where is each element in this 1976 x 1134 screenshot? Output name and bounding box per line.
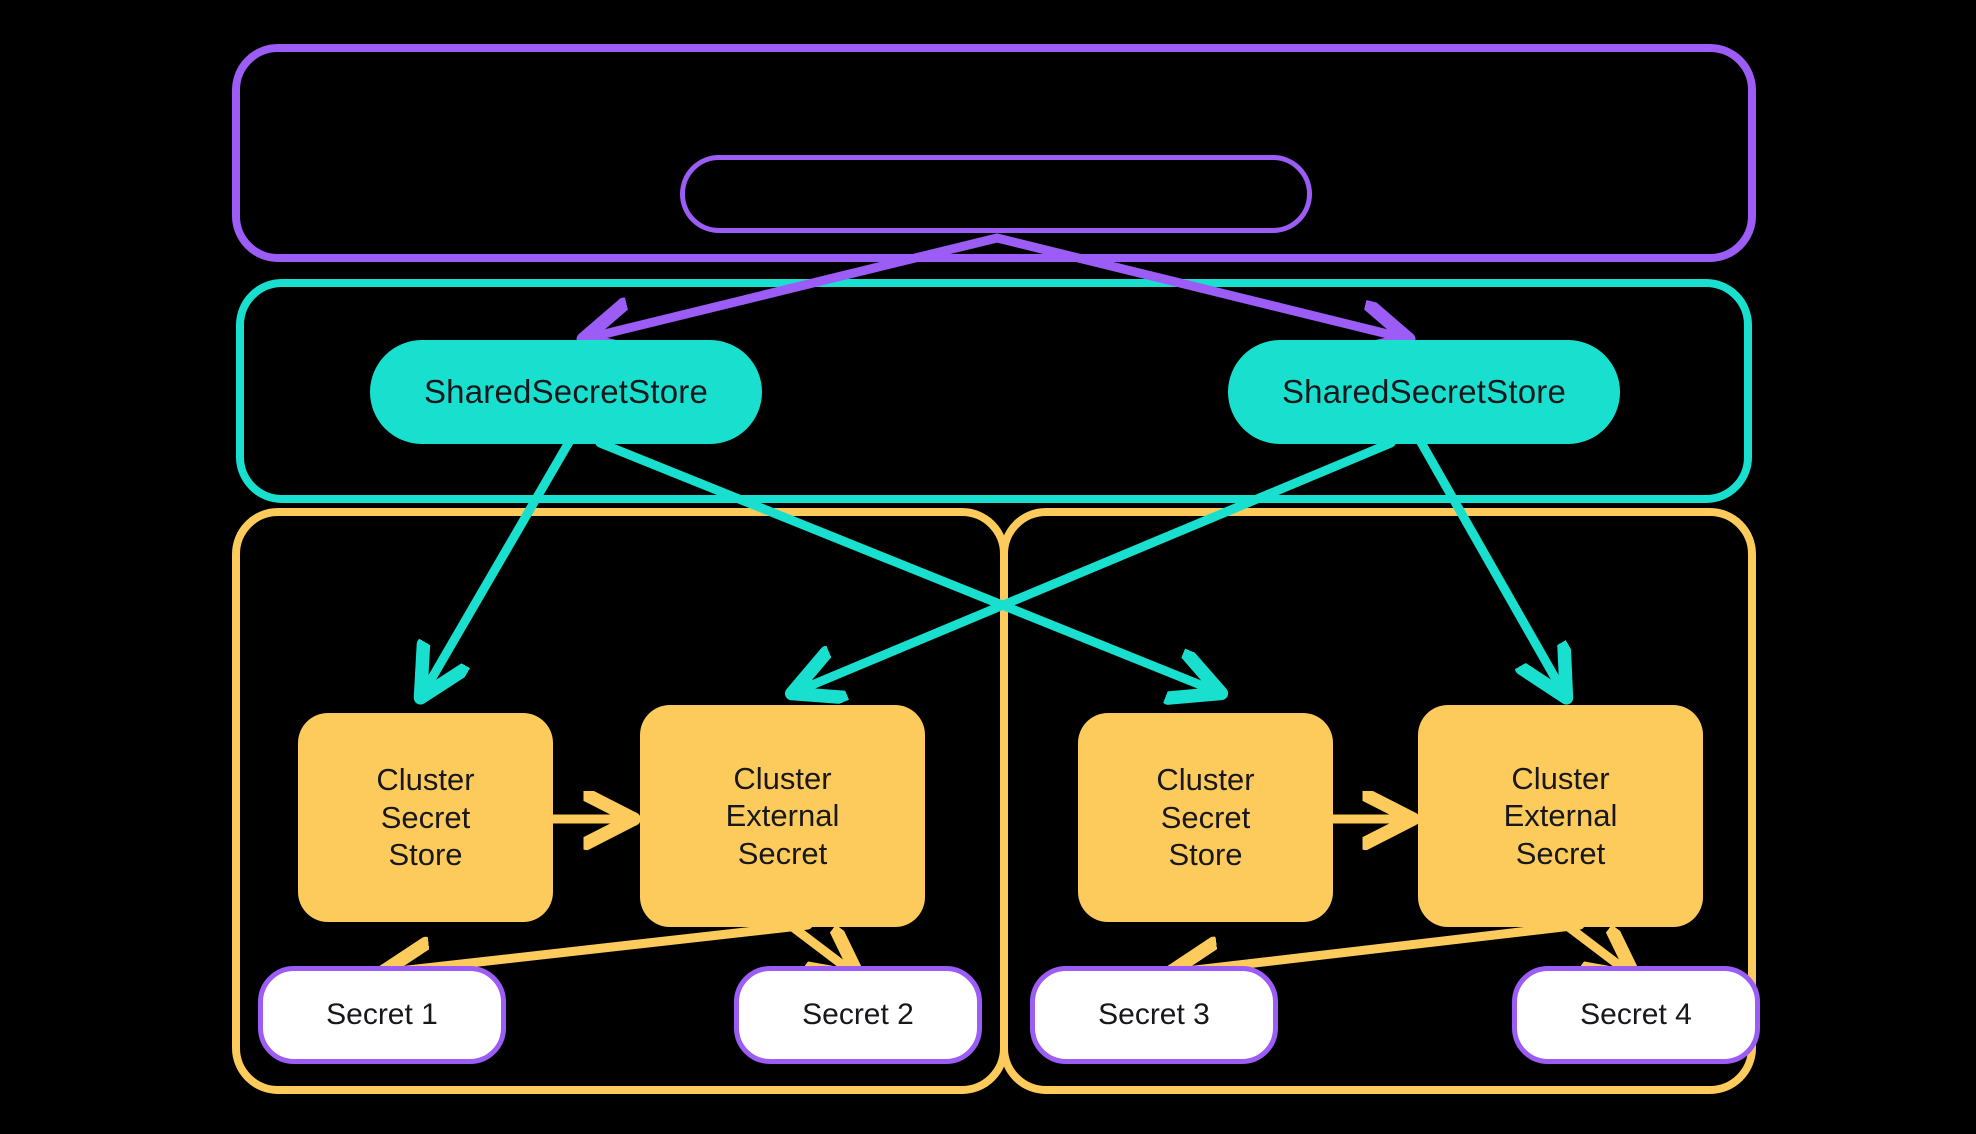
node-shared-secret-store-left[interactable]: SharedSecretStore — [370, 340, 762, 444]
container-yellow-right — [1000, 508, 1756, 1094]
node-secret-1-label: Secret 1 — [326, 998, 438, 1031]
edge-shared-store-right-to-cluster-external-secret-left — [800, 438, 1396, 690]
node-secret-4-label: Secret 4 — [1580, 998, 1692, 1031]
edge-cluster-external-secret-right-to-secret-4 — [1561, 920, 1628, 972]
edge-shared-store-left-to-cluster-secret-store-left — [425, 432, 577, 690]
node-cluster-external-secret-right-label: Cluster External Secret — [1503, 760, 1618, 871]
edge-operator-to-shared-store-right — [992, 233, 1400, 337]
node-cluster-secret-store-left[interactable]: Cluster Secret Store — [298, 713, 553, 922]
container-teal-outer — [236, 279, 1752, 503]
node-cluster-external-secret-left-label: Cluster External Secret — [725, 760, 840, 871]
edge-operator-to-shared-store-left — [592, 233, 1002, 337]
node-cluster-external-secret-left[interactable]: Cluster External Secret — [640, 705, 925, 927]
node-cluster-secret-store-right-label: Cluster Secret Store — [1156, 762, 1255, 873]
node-cluster-secret-store-left-label: Cluster Secret Store — [376, 762, 475, 873]
edge-shared-store-right-to-cluster-external-secret-right — [1413, 432, 1562, 690]
node-secret-1[interactable]: Secret 1 — [258, 966, 506, 1064]
edge-cluster-external-secret-left-to-secret-2 — [785, 920, 852, 972]
node-shared-secret-store-left-label: SharedSecretStore — [423, 373, 709, 410]
node-operator[interactable] — [680, 155, 1312, 233]
edge-cluster-external-secret-left-to-secret-1 — [390, 920, 813, 972]
node-shared-secret-store-right[interactable]: SharedSecretStore — [1228, 340, 1620, 444]
node-secret-3-label: Secret 3 — [1098, 998, 1210, 1031]
node-cluster-secret-store-right[interactable]: Cluster Secret Store — [1078, 713, 1333, 922]
edge-cluster-external-secret-right-to-secret-3 — [1178, 920, 1585, 972]
node-secret-2-label: Secret 2 — [802, 998, 914, 1031]
node-secret-4[interactable]: Secret 4 — [1512, 966, 1760, 1064]
container-purple-outer — [232, 44, 1756, 262]
node-secret-2[interactable]: Secret 2 — [734, 966, 982, 1064]
node-secret-3[interactable]: Secret 3 — [1030, 966, 1278, 1064]
node-shared-secret-store-right-label: SharedSecretStore — [1281, 373, 1567, 410]
edge-shared-store-left-to-cluster-secret-store-right — [595, 438, 1213, 690]
node-cluster-external-secret-right[interactable]: Cluster External Secret — [1418, 705, 1703, 927]
